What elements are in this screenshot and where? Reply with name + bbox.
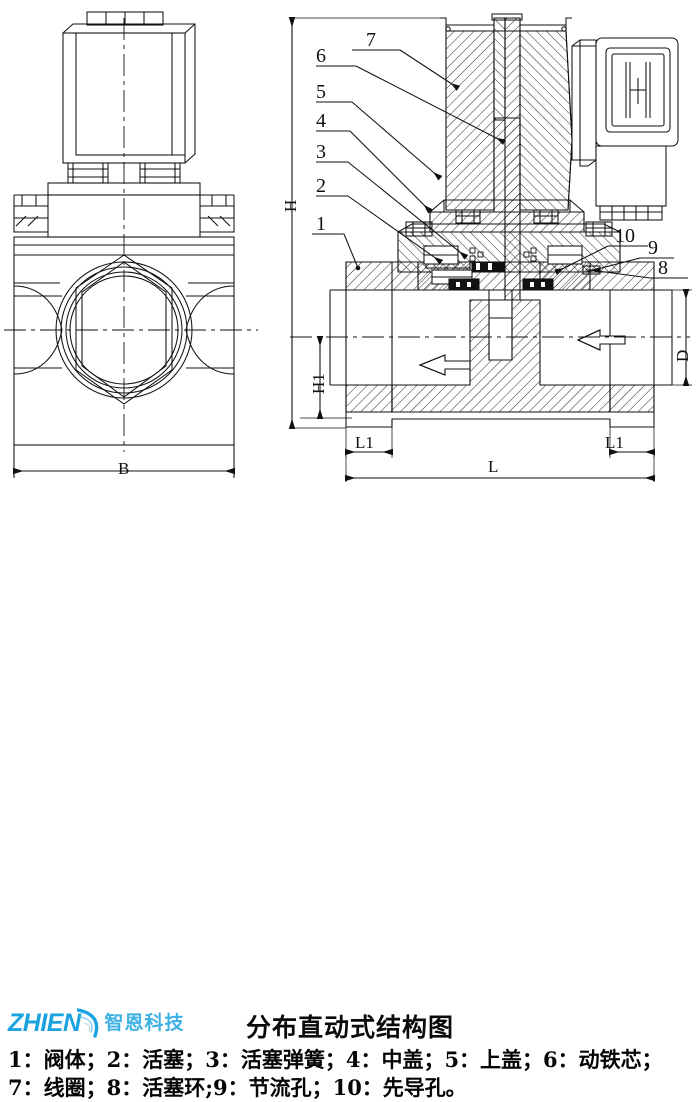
callout-8: 8 [658, 257, 668, 279]
callout-3: 3 [316, 141, 326, 163]
parts-legend: 1：阀体；2：活塞；3：活塞弹簧；4：中盖；5：上盖；6：动铁芯； 7：线圈；8… [8, 1046, 698, 1102]
brand-logo: ZHIEN 智恩科技 [8, 1006, 185, 1040]
callout-9: 9 [648, 237, 658, 259]
callout-7: 7 [366, 29, 376, 51]
callout-6: 6 [316, 45, 326, 67]
drawing-canvas: 1 2 3 4 5 6 7 8 9 10 B H H1 D L L1 L1 ZH… [0, 11, 700, 1100]
brand-wordmark: ZHIEN [8, 1008, 81, 1037]
section-view-group [288, 13, 692, 482]
dimension-label-l1-left: L1 [355, 433, 374, 452]
legend-line-1: 1：阀体；2：活塞；3：活塞弹簧；4：中盖；5：上盖；6：动铁芯； [8, 1047, 663, 1072]
dimension-label-h: H [281, 199, 300, 212]
dimension-label-d: D [673, 349, 692, 362]
dimension-label-l1-right: L1 [605, 433, 624, 452]
legend-line-2: 7：线圈；8：活塞环;9：节流孔；10：先导孔。 [8, 1075, 467, 1100]
dimension-label-l: L [488, 457, 499, 476]
callout-10: 10 [615, 225, 635, 247]
callout-4: 4 [316, 110, 326, 132]
brand-chinese-name: 智恩科技 [104, 1011, 185, 1034]
dimension-label-h1: H1 [309, 373, 328, 394]
dimension-label-b: B [118, 459, 130, 478]
callout-5: 5 [316, 81, 326, 103]
callout-1: 1 [316, 213, 326, 235]
figure-title: 分布直动式结构图 [245, 1013, 454, 1042]
callout-2: 2 [316, 175, 326, 197]
swoosh-svg [75, 1008, 98, 1038]
brand-swoosh-icon [75, 1008, 103, 1038]
figure-footer: ZHIEN 智恩科技 分布直动式结构图 1：阀体；2：活塞；3：活塞弹簧；4：中… [0, 498, 700, 1100]
technical-drawing-svg [4, 11, 692, 482]
front-view-group [4, 11, 258, 478]
